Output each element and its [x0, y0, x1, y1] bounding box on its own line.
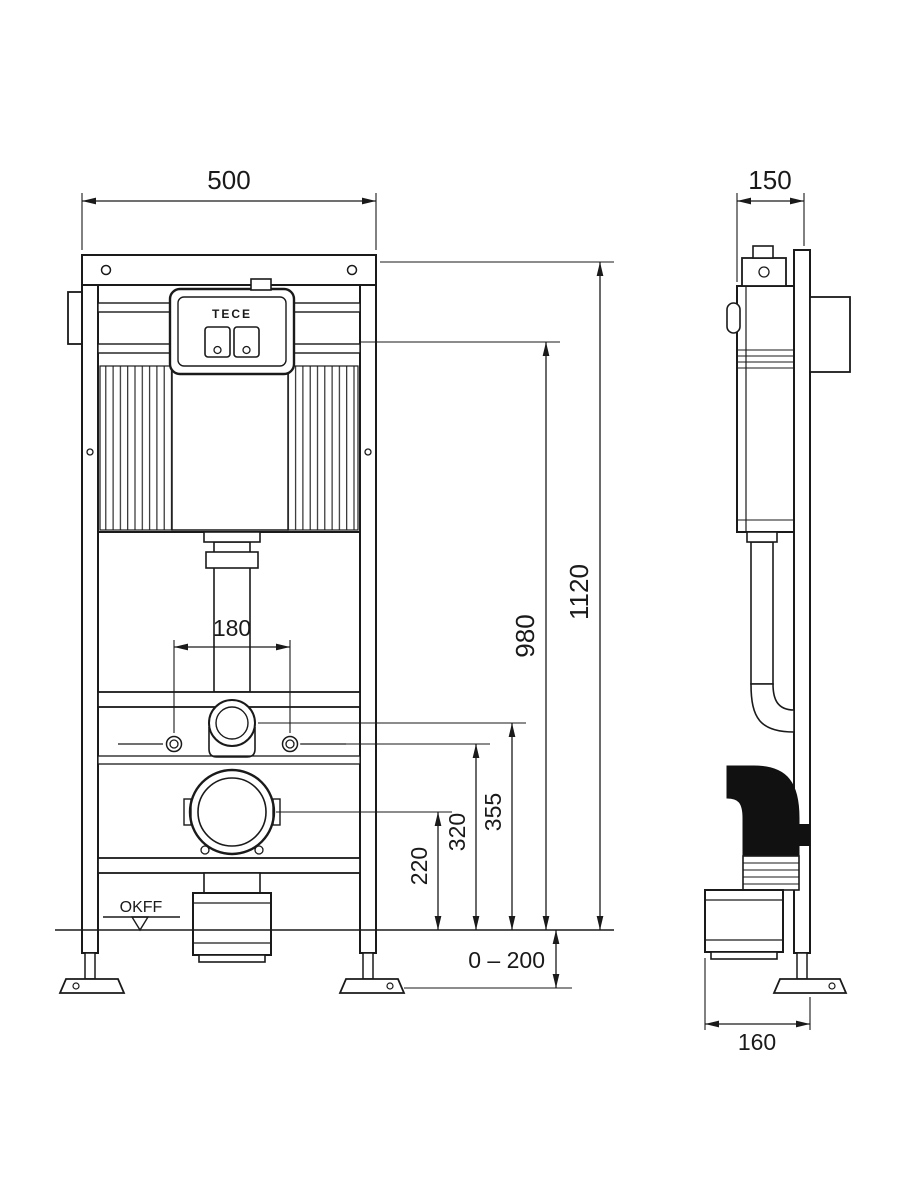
foot-leg-left: [84, 952, 96, 980]
drain-socket-outer: [188, 768, 276, 856]
side-valve-cap: [752, 245, 774, 259]
rail-hole-right: [364, 448, 372, 456]
access-shaft: [171, 365, 289, 531]
top-bar-bolt-right: [346, 264, 358, 276]
flush-pipe-collar: [205, 551, 259, 569]
outlet-cap: [198, 954, 266, 963]
side-valve-detail: [758, 266, 770, 278]
dim-label-320: 320: [444, 813, 470, 851]
drain-socket-inner: [197, 777, 267, 847]
side-outlet-cap: [710, 951, 778, 960]
side-flush-pipe: [750, 541, 774, 685]
side-plate-knob: [726, 302, 741, 334]
flush-plate: TECE: [168, 278, 296, 376]
foot-plate-right: [338, 978, 406, 994]
dim-label-220: 220: [406, 847, 432, 885]
outlet-neck: [203, 872, 261, 894]
dim-label-980: 980: [510, 614, 540, 657]
side-drain-ribbed-section: [742, 855, 800, 891]
foot-hole-left: [72, 982, 80, 990]
drain-clamp-left: [183, 798, 192, 826]
frame-rail-left: [81, 284, 99, 954]
foot-leg-right: [362, 952, 374, 980]
flush-bend-inner: [215, 706, 249, 740]
dim-label-355: 355: [480, 793, 506, 831]
side-flush-collar: [746, 531, 778, 543]
side-drain-elbow: [726, 765, 800, 857]
side-wall-bracket: [809, 296, 851, 373]
side-flush-elbow: [750, 683, 795, 733]
cross-member-thin: [97, 755, 361, 765]
flush-button-dot-left: [213, 345, 222, 355]
side-fill-valve-top: [741, 257, 787, 287]
dim-label-0-200: 0 – 200: [468, 947, 545, 973]
side-foot-plate: [772, 978, 848, 994]
frame-rail-right: [359, 284, 377, 954]
flush-plate-inner: [177, 296, 287, 367]
drain-hook-right: [254, 845, 264, 855]
okff-label: OKFF: [120, 899, 163, 916]
cross-member-bottom: [97, 857, 361, 874]
fixing-bolt-right-inner: [285, 739, 295, 749]
dim-label-1120: 1120: [564, 564, 594, 620]
dim-label-500: 500: [207, 165, 250, 195]
foot-plate-left: [58, 978, 126, 994]
cistern-hatching-right: [287, 365, 359, 531]
side-foot-hole: [828, 982, 836, 990]
wall-anchor-left: [67, 291, 83, 345]
foot-hole-right: [386, 982, 394, 990]
fixing-bolt-right-outer: [281, 735, 299, 753]
front-view-dimensions: 500 1120 980 180 355 320 220 0 – 200: [81, 165, 614, 989]
dim-label-160: 160: [738, 1029, 776, 1055]
dim-label-150: 150: [748, 165, 791, 195]
flush-pipe-flange: [203, 531, 261, 543]
flush-bend-bracket: [208, 727, 256, 758]
top-bar-bolt-left: [100, 264, 112, 276]
side-view: [704, 245, 851, 994]
frame-top-bar: [81, 254, 377, 286]
side-outlet-sleeve: [704, 889, 784, 953]
fixing-bolt-left-inner: [169, 739, 179, 749]
okff-level-triangle: [130, 916, 150, 932]
outlet-sleeve: [192, 892, 272, 956]
rail-hole-left: [86, 448, 94, 456]
drain-hook-left: [200, 845, 210, 855]
flush-plate-top-box: [250, 278, 272, 291]
front-view: TECE: [55, 254, 614, 994]
flush-plate-outer: [168, 287, 296, 376]
side-foot-leg: [796, 952, 808, 980]
brand-logo: TECE: [212, 307, 252, 321]
flush-button-dot-right: [242, 345, 251, 355]
cistern-hatching-left: [99, 365, 173, 531]
flush-button-small: [204, 326, 231, 358]
flush-button-large: [233, 326, 260, 358]
fixing-bolt-left-outer: [165, 735, 183, 753]
side-view-dimensions: 150 160: [704, 165, 811, 1055]
dim-label-180: 180: [213, 615, 251, 641]
